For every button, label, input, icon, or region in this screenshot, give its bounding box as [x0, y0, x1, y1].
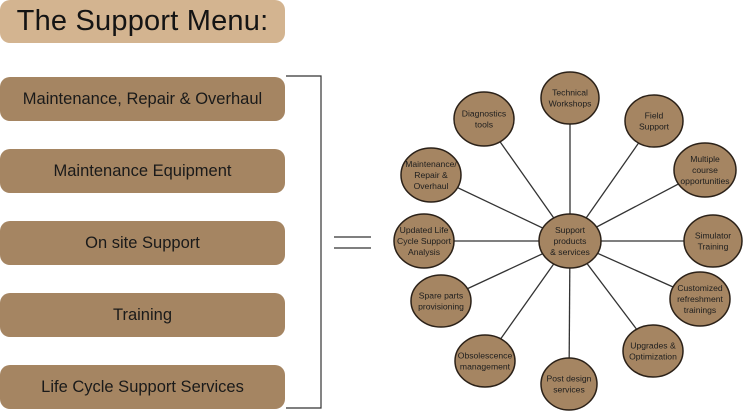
node-simulator-training-label: Training — [698, 242, 729, 252]
menu-item-label: Maintenance, Repair & Overhaul — [22, 89, 263, 108]
node-updated-life-cycle-support-analysis-label: Updated Life — [400, 225, 449, 235]
node-spare-parts-provisioning-label: Spare parts — [419, 291, 463, 301]
node-upgrades-optimization-label: Upgrades & — [630, 341, 676, 351]
hub-node-support-products-services-label: & services — [550, 247, 590, 257]
node-customized-refreshment-trainings-label: Customized — [677, 283, 723, 293]
node-diagnostics-tools-label: Diagnostics — [462, 109, 506, 119]
node-customized-refreshment-trainings-label: refreshment — [677, 294, 723, 304]
menu-item-label: Maintenance Equipment — [53, 161, 232, 180]
node-obsolescence-management-label: Obsolescence — [458, 351, 513, 361]
hub-node-support-products-services-ellipse — [538, 213, 602, 269]
node-obsolescence-management-label: management — [460, 362, 511, 372]
menu-item-label: On site Support — [85, 233, 200, 252]
node-spare-parts-provisioning-ellipse — [410, 274, 472, 328]
node-updated-life-cycle-support-analysis-label: Cycle Support — [397, 236, 452, 246]
menu-item-life-cycle-support-services[interactable]: Life Cycle Support Services — [0, 365, 285, 409]
grouping-bracket — [286, 75, 322, 409]
node-customized-refreshment-trainings-label: trainings — [684, 305, 716, 315]
node-multiple-course-opportunities-label: opportunities — [680, 176, 729, 186]
menu-item-label: Life Cycle Support Services — [41, 377, 244, 396]
node-technical-workshops-ellipse — [540, 71, 600, 125]
node-field-support-label: Support — [639, 122, 670, 132]
node-updated-life-cycle-support-analysis-label: Analysis — [408, 247, 440, 257]
node-multiple-course-opportunities-label: Multiple — [690, 154, 720, 164]
node-maintenance-repair-overhaul-ellipse — [400, 147, 462, 203]
node-multiple-course-opportunities-label: course — [692, 165, 718, 175]
node-upgrades-optimization: Upgrades &Optimization — [622, 324, 684, 378]
node-multiple-course-opportunities-ellipse — [673, 142, 737, 198]
node-technical-workshops-label: Workshops — [549, 99, 592, 109]
node-field-support-label: Field — [645, 111, 664, 121]
node-simulator-training-ellipse — [683, 214, 743, 268]
node-maintenance-repair-overhaul-label: Overhaul — [414, 181, 449, 191]
node-obsolescence-management-ellipse — [454, 334, 516, 388]
node-spare-parts-provisioning-label: provisioning — [418, 302, 464, 312]
node-diagnostics-tools-label: tools — [475, 120, 493, 130]
node-maintenance-repair-overhaul: Maintenance/Repair &Overhaul — [400, 147, 462, 203]
node-post-design-services-ellipse — [540, 357, 598, 411]
node-diagnostics-tools-ellipse — [453, 91, 515, 147]
node-updated-life-cycle-support-analysis-ellipse — [393, 213, 455, 269]
node-field-support-ellipse — [624, 94, 684, 148]
menu-item-mro[interactable]: Maintenance, Repair & Overhaul — [0, 77, 285, 121]
node-maintenance-repair-overhaul-label: Repair & — [414, 170, 448, 180]
node-post-design-services-label: Post design — [547, 374, 592, 384]
hub-node-support-products-services-label: products — [554, 236, 587, 246]
page-title-box: The Support Menu: — [0, 0, 285, 43]
page-title: The Support Menu: — [16, 5, 269, 37]
menu-item-maintenance-equipment[interactable]: Maintenance Equipment — [0, 149, 285, 193]
hub-node-support-products-services-label: Support — [555, 225, 586, 235]
node-simulator-training-label: Simulator — [695, 231, 731, 241]
node-technical-workshops-label: Technical — [552, 88, 588, 98]
menu-item-on-site-support[interactable]: On site Support — [0, 221, 285, 265]
node-upgrades-optimization-label: Optimization — [629, 352, 677, 362]
node-maintenance-repair-overhaul-label: Maintenance/ — [405, 159, 457, 169]
node-upgrades-optimization-ellipse — [622, 324, 684, 378]
menu-item-label: Training — [113, 305, 172, 324]
node-post-design-services-label: services — [553, 385, 585, 395]
menu-item-training[interactable]: Training — [0, 293, 285, 337]
node-customized-refreshment-trainings-ellipse — [669, 271, 731, 327]
